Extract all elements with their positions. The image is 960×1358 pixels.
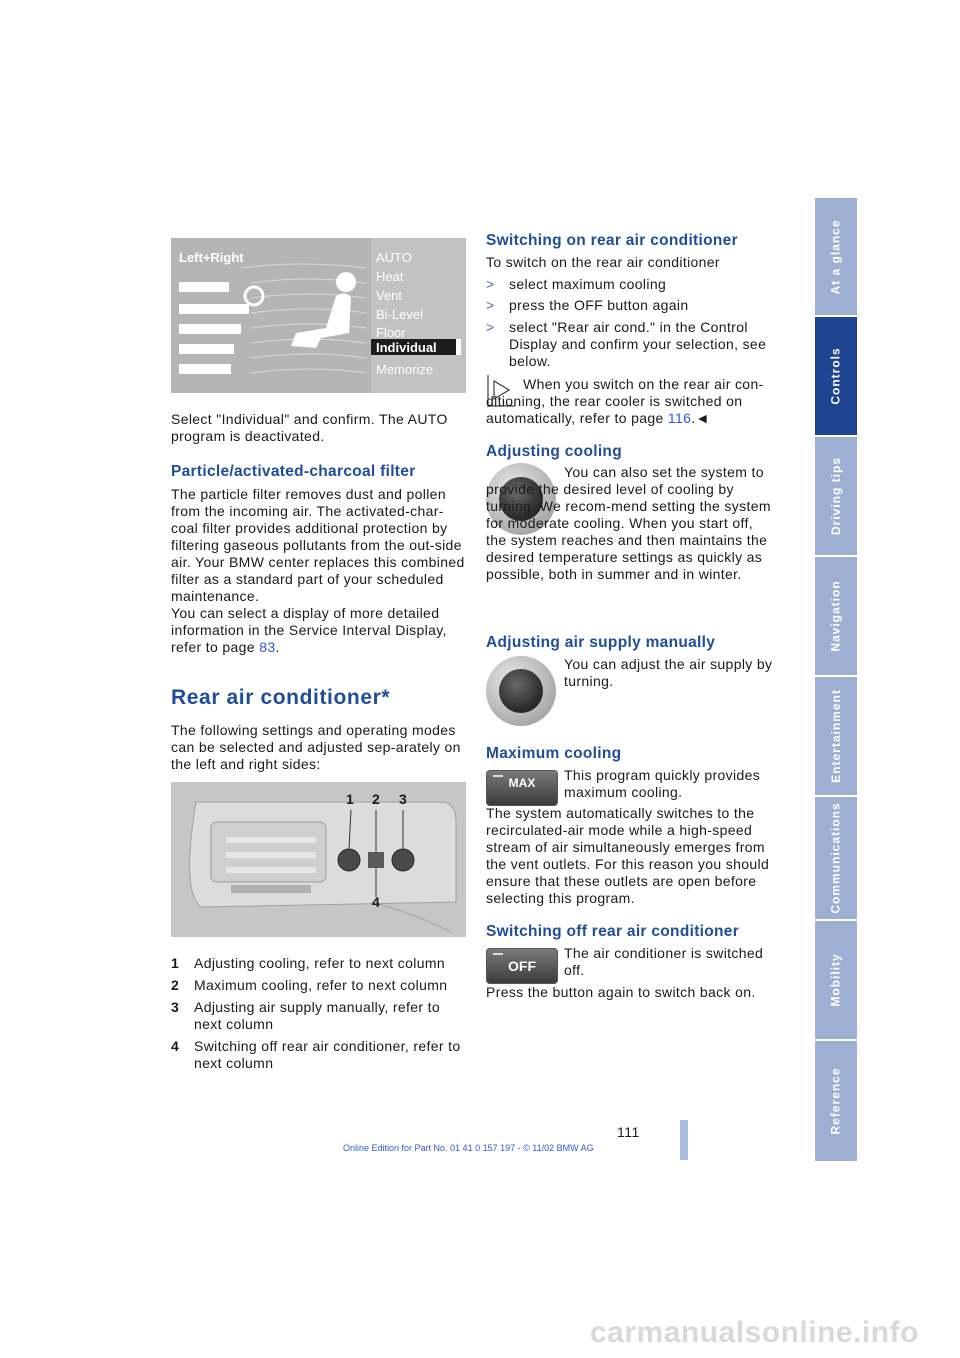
off-paragraph-2: Press the button again to switch back on… xyxy=(486,984,756,1000)
note-triangle-icon xyxy=(487,375,515,407)
tab-navigation[interactable]: Navigation xyxy=(815,557,857,675)
off-button-image: OFF xyxy=(486,948,558,984)
max-paragraph-2: The system automatically switches to the… xyxy=(486,805,770,906)
max-button-label: MAX xyxy=(508,776,536,790)
max-paragraph-1: This program quickly provides maximum co… xyxy=(564,767,761,800)
display-menu-auto: AUTO xyxy=(376,250,412,265)
air-supply-knob-image xyxy=(486,656,556,726)
bullet-item-1: >select maximum cooling xyxy=(486,276,667,292)
watermark: carmanualsonline.info xyxy=(590,1316,919,1349)
panel-label-2: 2 xyxy=(372,791,380,807)
rear-panel-image: 1 2 3 4 xyxy=(171,782,466,937)
panel-label-3: 3 xyxy=(399,791,407,807)
display-graphic xyxy=(171,238,466,393)
display-menu-memorize: Memorize xyxy=(376,362,434,377)
note-text: When you switch on the rear air con-diti… xyxy=(486,376,764,426)
panel-label-1: 1 xyxy=(346,791,354,807)
page-link-116[interactable]: 116 xyxy=(667,410,692,426)
display-menu-floor: Floor xyxy=(376,325,406,340)
filter-paragraph: The particle filter removes dust and pol… xyxy=(171,486,465,604)
heading-adjusting-cooling: Adjusting cooling xyxy=(486,443,622,460)
tab-communications[interactable]: Communications xyxy=(815,797,857,919)
bullet-item-2: >press the OFF button again xyxy=(486,297,689,313)
select-individual-text: Select "Individual" and confirm. The AUT… xyxy=(171,411,448,444)
heading-rear-air-conditioner: Rear air conditioner* xyxy=(171,686,391,709)
heading-switching-on: Switching on rear air conditioner xyxy=(486,232,738,249)
max-button-image: MAX xyxy=(486,770,558,806)
cooling-paragraph: You can also set the system to provide t… xyxy=(486,464,771,582)
chapter-tabs: At a glance Controls Driving tips Naviga… xyxy=(815,198,857,1161)
heading-switching-off: Switching off rear air conditioner xyxy=(486,923,740,940)
page-number-bar xyxy=(680,1120,688,1160)
edition-line: Online Edition for Part No. 01 41 0 157 … xyxy=(343,1143,594,1153)
off-button-label: OFF xyxy=(508,958,536,974)
heading-adjusting-air-supply: Adjusting air supply manually xyxy=(486,634,716,651)
display-menu-individual: Individual xyxy=(376,340,437,355)
tab-driving-tips[interactable]: Driving tips xyxy=(815,437,857,555)
tab-at-a-glance[interactable]: At a glance xyxy=(815,198,857,315)
tab-reference[interactable]: Reference xyxy=(815,1041,857,1161)
control-display-image: Left+Right AUTO Heat Vent Bi-Level Floor… xyxy=(171,238,466,393)
page-link-83[interactable]: 83 xyxy=(259,639,276,655)
display-header: Left+Right xyxy=(179,250,244,265)
heading-maximum-cooling: Maximum cooling xyxy=(486,745,622,762)
air-supply-paragraph: You can adjust the air supply by turning… xyxy=(564,656,773,689)
display-menu-vent: Vent xyxy=(376,288,403,303)
off-paragraph-1: The air conditioner is switched off. xyxy=(564,945,764,978)
tab-entertainment[interactable]: Entertainment xyxy=(815,677,857,795)
switching-on-intro: To switch on the rear air conditioner xyxy=(486,254,720,270)
panel-label-4: 4 xyxy=(372,894,380,910)
display-menu-heat: Heat xyxy=(376,269,404,284)
bullet-item-3: >select "Rear air cond." in the Control … xyxy=(486,319,767,369)
tab-mobility[interactable]: Mobility xyxy=(815,921,857,1039)
display-menu-bilevel: Bi-Level xyxy=(376,307,423,322)
page-number: 111 xyxy=(617,1124,640,1140)
rear-panel-graphic xyxy=(171,782,466,937)
filter-paragraph-2: You can select a display of more detaile… xyxy=(171,605,447,655)
tab-controls[interactable]: Controls xyxy=(815,317,857,435)
rear-intro-paragraph: The following settings and operating mod… xyxy=(171,722,461,772)
cooling-knob-image xyxy=(486,463,556,535)
heading-filter: Particle/activated-charcoal filter xyxy=(171,463,416,480)
